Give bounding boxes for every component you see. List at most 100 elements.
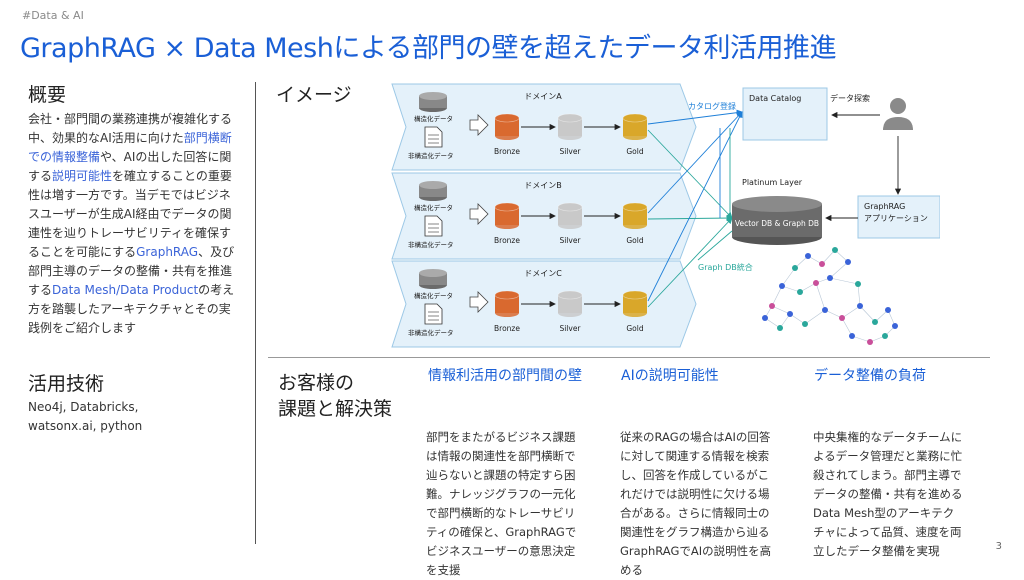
challenge-text-line: Data Mesh型のアーキテク xyxy=(813,506,955,520)
catalog-link xyxy=(647,111,743,302)
db-link xyxy=(647,129,733,219)
overview-text: や、AIの出した回答に関する xyxy=(28,150,232,183)
challenges-heading: お客様の 課題と解決策 xyxy=(278,370,392,422)
gold-label: Gold xyxy=(626,147,643,156)
graph-edge xyxy=(781,267,796,287)
structured-data-label: 構造化データ xyxy=(414,291,453,300)
challenge-text-data-burden: 中央集権的なデータチームによるデータ管理だと業務に忙殺されてしまう。部門主導でデ… xyxy=(813,428,963,561)
domain-name: ドメインA xyxy=(524,92,562,101)
challenges-heading-line: お客様の xyxy=(278,372,355,394)
graph-node xyxy=(882,333,888,339)
graph-node xyxy=(892,323,898,329)
vector-graph-db-icon xyxy=(732,196,822,245)
graph-node xyxy=(779,283,785,289)
gold-db-icon xyxy=(622,290,648,317)
silver-db-icon xyxy=(557,202,583,229)
graph-edge xyxy=(829,277,859,285)
challenge-text-line: 従来のRAGの場合はAIの回答 xyxy=(620,430,771,444)
challenge-text-line: 合がある。さらに情報同士の xyxy=(620,506,770,520)
challenge-text-line: に対して関連する情報を検索 xyxy=(620,449,770,463)
graph-node xyxy=(855,281,861,287)
challenge-text-line: GraphRAGでAIの説明性を高 xyxy=(620,544,772,558)
challenge-text-line: チャによって品質、速度を両 xyxy=(813,525,962,539)
bronze-label: Bronze xyxy=(494,236,520,245)
graph-node xyxy=(885,307,891,313)
challenge-text-line: で部門横断的なトレーサビリ xyxy=(426,506,576,520)
graph-edge xyxy=(771,305,791,315)
data-search-label: データ探索 xyxy=(830,93,870,103)
overview-text: 、及び部門主導のデータの整備・共有を推進する xyxy=(28,245,235,297)
image-heading: イメージ xyxy=(276,84,352,106)
tech-line: watsonx.ai, python xyxy=(28,419,143,433)
graph-edge xyxy=(841,317,853,337)
overview-highlight: GraphRAG xyxy=(136,245,199,259)
bronze-label: Bronze xyxy=(494,147,520,156)
catalog-link xyxy=(647,111,743,214)
graphrag-app-label: GraphRAG xyxy=(864,202,905,211)
graph-edge xyxy=(781,285,801,293)
challenge-text-line: ビジネスユーザーの意思決定 xyxy=(426,544,576,558)
tech-line: Neo4j, Databricks, xyxy=(28,400,139,414)
unstructured-data-label: 非構造化データ xyxy=(408,151,454,160)
graph-edge xyxy=(815,282,826,311)
structured-data-label: 構造化データ xyxy=(414,203,453,212)
graph-node xyxy=(787,311,793,317)
unstructured-data-label: 非構造化データ xyxy=(408,240,454,249)
bronze-db-icon xyxy=(494,113,520,140)
overview-body: 会社・部門間の業務連携が複雑化する中、効果的なAI活用に向けた部門横断での情報整… xyxy=(28,110,240,338)
user-icon xyxy=(883,98,913,130)
platinum-layer-label: Platinum Layer xyxy=(742,178,803,187)
graph-node xyxy=(813,280,819,286)
gold-db-icon xyxy=(622,113,648,140)
graph-edge xyxy=(764,317,781,329)
challenge-text-line: 辿らないと課題の特定すら困 xyxy=(426,468,576,482)
challenge-text-line: 中央集権的なデータチームに xyxy=(813,430,963,444)
gold-label: Gold xyxy=(626,324,643,333)
section-divider xyxy=(268,357,990,358)
structured-data-db-icon xyxy=(419,92,447,112)
challenge-text-line: 部門をまたがるビジネス課題 xyxy=(426,430,576,444)
document-icon xyxy=(424,215,443,237)
ingest-arrow-icon xyxy=(469,203,489,225)
graph-node xyxy=(769,303,775,309)
challenge-text-line: を支援 xyxy=(426,563,461,577)
graph-node xyxy=(819,261,825,267)
db-link xyxy=(647,214,733,222)
graph-node xyxy=(839,315,845,321)
graph-edge xyxy=(859,305,876,323)
overview-text: 会社・部門間の業務連携が複雑化する中、効果的なAI活用に向けた xyxy=(28,112,233,145)
graph-node xyxy=(805,253,811,259)
graph-node xyxy=(777,325,783,331)
graph-node xyxy=(792,265,798,271)
graphrag-app-label-2: アプリケーション xyxy=(864,214,928,223)
tech-heading: 活用技術 xyxy=(28,373,105,395)
challenge-text-line: ティの確保と、GraphRAGで xyxy=(426,525,577,539)
gold-label: Gold xyxy=(626,236,643,245)
graph-node xyxy=(827,275,833,281)
graph-db-integration-label: Graph DB統合 xyxy=(698,262,753,272)
graph-node xyxy=(867,339,873,345)
ingest-arrow-icon xyxy=(469,114,489,136)
overview-highlight: Data Mesh/Data Product xyxy=(52,283,199,297)
graph-edge xyxy=(851,335,871,343)
graph-node xyxy=(845,259,851,265)
bronze-db-icon xyxy=(494,290,520,317)
vector-graph-db-label: Vector DB & Graph DB xyxy=(735,219,819,228)
graph-edge xyxy=(857,283,861,307)
challenge-title-explainability: AIの説明可能性 xyxy=(621,368,719,384)
bronze-db-icon xyxy=(494,202,520,229)
silver-label: Silver xyxy=(559,236,581,245)
hashtag-label: #Data & AI xyxy=(22,9,84,22)
graph-node xyxy=(797,289,803,295)
challenge-title-data-burden: データ整備の負荷 xyxy=(814,368,926,384)
challenge-text-line: 殺されてしまう。部門主導で xyxy=(813,468,962,482)
silver-label: Silver xyxy=(559,147,581,156)
challenge-text-line: 関連性をグラフ構造から辿る xyxy=(620,525,770,539)
domain-name: ドメインB xyxy=(524,181,562,190)
challenge-text-silos: 部門をまたがるビジネス課題は情報の関連性を部門横断で辿らないと課題の特定すら困難… xyxy=(426,428,576,580)
challenge-title-silos: 情報利活用の部門間の壁 xyxy=(428,368,582,384)
ingest-arrow-icon xyxy=(469,291,489,313)
graph-node xyxy=(872,319,878,325)
graph-edge xyxy=(841,305,861,319)
